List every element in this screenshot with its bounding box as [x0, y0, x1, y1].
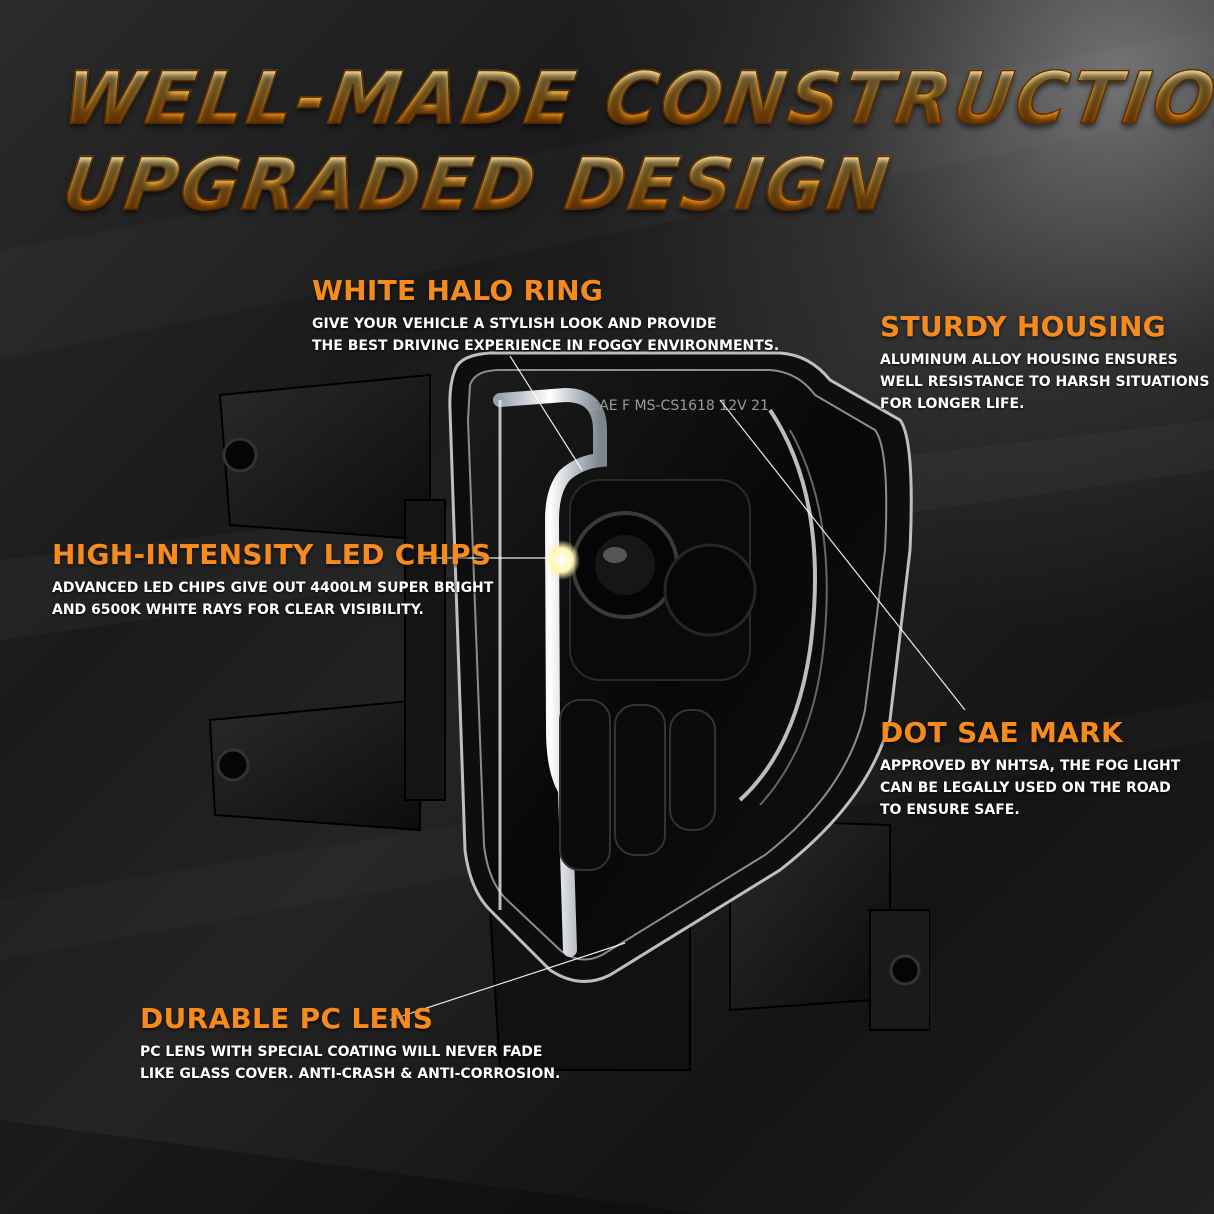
headline-line-1: WELL-MADE CONSTRUCTION — [57, 55, 1214, 141]
led-projector — [544, 479, 757, 681]
callout-white-halo-ring: WHITE HALO RING GIVE YOUR VEHICLE A STYL… — [312, 274, 779, 357]
reflector-fins — [559, 699, 716, 871]
callout-sturdy-housing: STURDY HOUSING ALUMINUM ALLOY HOUSING EN… — [880, 310, 1210, 415]
callout-description-line: GIVE YOUR VEHICLE A STYLISH LOOK AND PRO… — [312, 315, 717, 332]
callout-description-line: FOR LONGER LIFE. — [880, 395, 1025, 412]
led-chip — [544, 540, 580, 580]
callout-description: GIVE YOUR VEHICLE A STYLISH LOOK AND PRO… — [312, 313, 779, 357]
callout-dot-sae-mark: DOT SAE MARK APPROVED BY NHTSA, THE FOG … — [880, 716, 1180, 821]
lens-marking-text: SAE F MS-CS1618 12V 21 — [590, 398, 769, 414]
fog-light-image: SAE F MS-CS1618 12V 21 — [208, 351, 930, 1071]
callout-title: WHITE HALO RING — [312, 274, 604, 307]
callout-high-intensity-led-chips: HIGH-INTENSITY LED CHIPS ADVANCED LED CH… — [52, 538, 493, 621]
callout-description-line: LIKE GLASS COVER. ANTI-CRASH & ANTI-CORR… — [140, 1065, 561, 1082]
callout-title: HIGH-INTENSITY LED CHIPS — [52, 538, 492, 571]
halo-ring — [493, 387, 607, 957]
callout-description-line: APPROVED BY NHTSA, THE FOG LIGHT — [880, 757, 1181, 774]
callout-description: PC LENS WITH SPECIAL COATING WILL NEVER … — [140, 1041, 560, 1085]
callout-title: DURABLE PC LENS — [140, 1002, 434, 1035]
callout-description-line: ADVANCED LED CHIPS GIVE OUT 4400LM SUPER… — [52, 579, 494, 596]
callout-description-line: ALUMINUM ALLOY HOUSING ENSURES — [880, 351, 1178, 368]
callout-durable-pc-lens: DURABLE PC LENS PC LENS WITH SPECIAL COA… — [140, 1002, 560, 1085]
callout-description-line: TO ENSURE SAFE. — [880, 801, 1020, 818]
mounting-bracket-left — [208, 373, 446, 832]
headline-line-2: UPGRADED DESIGN — [57, 141, 898, 227]
callout-description-line: AND 6500K WHITE RAYS FOR CLEAR VISIBILIT… — [52, 601, 424, 618]
callout-description-line: CAN BE LEGALLY USED ON THE ROAD — [880, 779, 1171, 796]
callout-description: ALUMINUM ALLOY HOUSING ENSURES WELL RESI… — [880, 349, 1210, 415]
callout-description-line: WELL RESISTANCE TO HARSH SITUATIONS — [880, 373, 1210, 390]
callout-description: APPROVED BY NHTSA, THE FOG LIGHT CAN BE … — [880, 755, 1180, 821]
callout-description-line: THE BEST DRIVING EXPERIENCE IN FOGGY ENV… — [312, 337, 780, 354]
callout-description-line: PC LENS WITH SPECIAL COATING WILL NEVER … — [140, 1043, 543, 1060]
callout-description: ADVANCED LED CHIPS GIVE OUT 4400LM SUPER… — [52, 577, 493, 621]
callout-title: DOT SAE MARK — [880, 716, 1123, 749]
callout-title: STURDY HOUSING — [880, 310, 1166, 343]
